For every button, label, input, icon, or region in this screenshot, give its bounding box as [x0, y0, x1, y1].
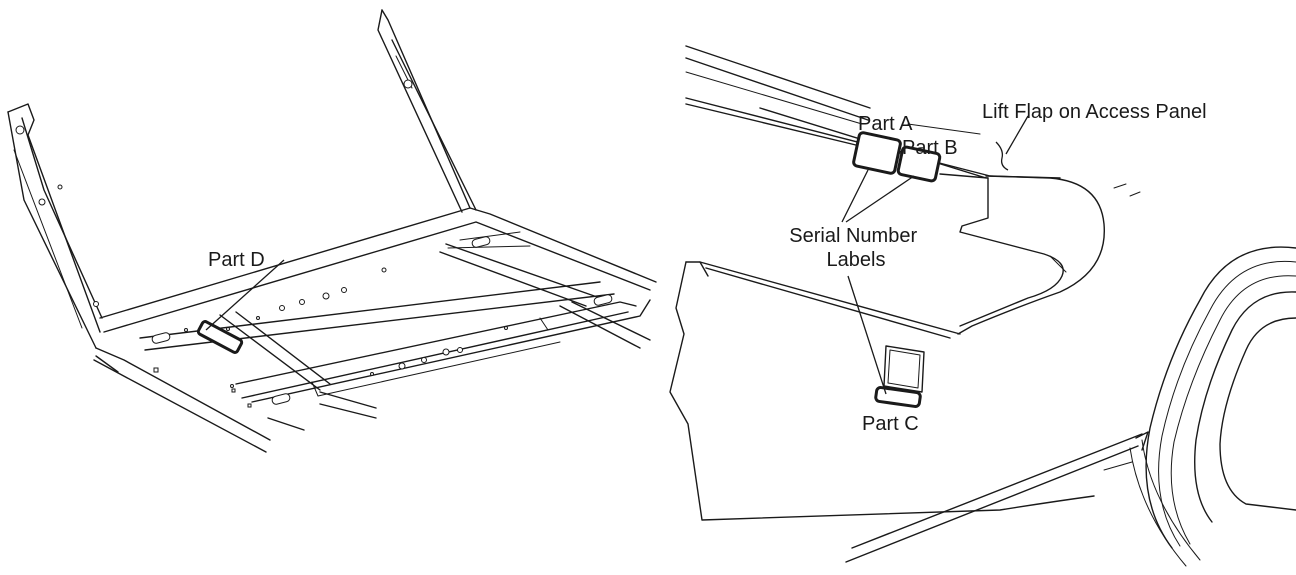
vehicle-drawing: [669, 45, 1296, 567]
serial-number-callout: Serial Number Labels: [789, 169, 922, 395]
part-b-text: Part B: [902, 137, 958, 159]
part-c-label-patch: [874, 386, 922, 408]
serial-leader-to-part-c: [847, 275, 887, 395]
part-d-label-patch: [196, 320, 244, 354]
lift-flap-callout: Lift Flap on Access Panel: [982, 101, 1207, 171]
part-d-leader-line: [205, 259, 285, 331]
part-b-label-patch: [896, 145, 942, 183]
lift-flap-leader: [1005, 115, 1029, 155]
part-c-text: Part C: [862, 413, 919, 435]
frame-drawing: [7, 9, 657, 453]
serial-number-line1: Serial Number: [789, 225, 917, 247]
part-a-text: Part A: [858, 113, 913, 135]
serial-number-text: Serial Number Labels: [789, 225, 922, 271]
part-d-text: Part D: [208, 249, 265, 271]
lift-flap-bracket: [995, 141, 1009, 171]
lift-flap-text: Lift Flap on Access Panel: [982, 101, 1207, 123]
serial-number-line2: Labels: [827, 249, 886, 271]
serial-leader-to-part-b: [845, 175, 915, 223]
serial-leader-to-part-a: [841, 169, 869, 223]
part-a-label-patch: [852, 131, 902, 175]
part-d-callout: Part D: [196, 249, 285, 354]
part-a-b-patches: [852, 131, 942, 183]
